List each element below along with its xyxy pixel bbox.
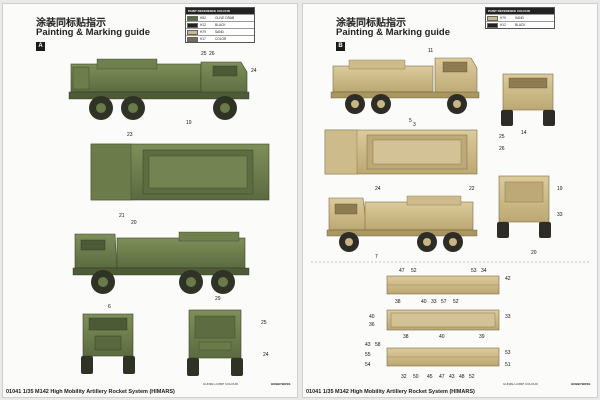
- truck-side-view: 25 26 24 19: [68, 51, 257, 126]
- right-instruction-page: 涂装同标贴指示 Painting & Marking guide B PAINT…: [302, 3, 598, 398]
- pod-number: 52: [453, 299, 459, 305]
- paint-swatch: [187, 29, 198, 35]
- left-instruction-page: 涂装同标贴指示 Painting & Marking guide A PAINT…: [2, 3, 298, 398]
- callout-number: 7: [375, 254, 378, 260]
- pod-number: 36: [369, 322, 375, 328]
- paint-brand-key: GUNZE H·MRP COLOUR: [203, 382, 238, 386]
- pod-number: 40: [421, 299, 427, 305]
- rocket-pod-bottom: 43 58 55 54 32 50 45 47 43 48 52 53 51: [365, 342, 511, 380]
- callout-number: 3: [413, 122, 416, 128]
- paint-swatch: [487, 15, 498, 21]
- pod-number: 55: [365, 352, 371, 358]
- truck-front-view: 6: [81, 304, 135, 374]
- page-title: Painting & Marking guide: [36, 27, 151, 38]
- truck-side-view-opposite: 24 22 7: [326, 186, 478, 260]
- brand-logo-text: HOBBYBOSS: [271, 382, 291, 386]
- pod-number: 38: [395, 299, 401, 305]
- pod-number: 54: [365, 362, 371, 368]
- callout-number: 6: [108, 304, 111, 310]
- pod-number: 53: [471, 268, 477, 274]
- callout-number: 25: [261, 320, 267, 326]
- truck-side-view: 11 5: [330, 48, 480, 124]
- pod-number: 50: [413, 374, 419, 380]
- pod-number: 40: [439, 334, 445, 340]
- pod-number: 48: [459, 374, 465, 380]
- callout-number: 23: [127, 132, 133, 138]
- paint-swatch: [187, 36, 198, 42]
- callout-number: 20: [131, 220, 137, 226]
- page-title-chinese: 涂装同标贴指示: [36, 18, 106, 29]
- truck-top-view: 23 21: [90, 132, 270, 219]
- pod-number: 33: [505, 314, 511, 320]
- brand-logo-text: HOBBYBOSS: [571, 382, 591, 386]
- pod-number: 40: [369, 314, 375, 320]
- callout-number: 26: [499, 146, 505, 152]
- callout-number: 21: [119, 213, 125, 219]
- pod-number: 47: [399, 268, 405, 274]
- pod-number: 38: [403, 334, 409, 340]
- truck-rear-view: 19 33 20: [497, 175, 563, 256]
- callout-number: 33: [557, 212, 563, 218]
- callout-number: 20: [531, 250, 537, 256]
- callout-number: 25: [201, 51, 207, 57]
- callout-number: 19: [186, 120, 192, 126]
- pod-number: 33: [431, 299, 437, 305]
- pod-number: 43: [365, 342, 371, 348]
- callout-number: 24: [263, 352, 269, 358]
- pod-number: 39: [479, 334, 485, 340]
- page-footer: 01041 1/35 M142 High Mobility Artillery …: [6, 389, 175, 395]
- pod-number: 34: [481, 268, 487, 274]
- pod-number: 43: [449, 374, 455, 380]
- pod-number: 52: [469, 374, 475, 380]
- callout-number: 22: [469, 186, 475, 192]
- callout-number: 24: [375, 186, 381, 192]
- callout-number: 29: [215, 296, 221, 302]
- truck-rear-view: 25 24: [187, 309, 269, 376]
- pod-number: 51: [505, 362, 511, 368]
- pod-number: 53: [505, 350, 511, 356]
- truck-side-view-opposite: 20 29: [72, 220, 250, 302]
- paint-swatch: [187, 22, 198, 28]
- callout-number: 5: [409, 118, 412, 124]
- step-badge: A: [36, 42, 45, 51]
- truck-front-view: 14: [501, 73, 555, 136]
- step-badge: B: [336, 42, 345, 51]
- paint-swatch: [187, 15, 198, 21]
- callout-number: 11: [428, 48, 433, 54]
- paint-reference-header: PAINT REFERENCE COLOUR: [486, 8, 554, 14]
- rocket-pod-top: 47 52 53 34 42 38 40 33 57 52: [386, 268, 511, 305]
- paint-brand-key: GUNZE H·MRP COLOUR: [503, 382, 538, 386]
- callout-number: 19: [557, 186, 563, 192]
- paint-reference-header: PAINT REFERENCE COLOUR: [186, 8, 254, 14]
- pod-number: 32: [401, 374, 407, 380]
- paint-swatch: [487, 22, 498, 28]
- page-footer: 01041 1/35 M142 High Mobility Artillery …: [306, 389, 475, 395]
- pod-number: 47: [439, 374, 445, 380]
- green-vehicle-drawings: 25 26 24 19 23 21 20 29: [68, 51, 270, 376]
- pod-number: 45: [427, 374, 433, 380]
- callout-number: 25: [499, 134, 505, 140]
- truck-top-view: 3 25 26: [324, 122, 505, 175]
- callout-number: 14: [521, 130, 527, 136]
- sand-vehicle-drawings: 11 5 14 3 25 26: [311, 48, 591, 380]
- pod-number: 58: [375, 342, 381, 348]
- callout-number: 24: [251, 68, 257, 74]
- pod-number: 52: [411, 268, 417, 274]
- callout-number: 26: [209, 51, 215, 57]
- pod-number: 42: [505, 276, 511, 282]
- pod-number: 57: [441, 299, 447, 305]
- page-title-chinese: 涂装同标贴指示: [336, 18, 406, 29]
- page-title: Painting & Marking guide: [336, 27, 451, 38]
- rocket-pod-middle: 40 36 33 38 40 39: [369, 309, 511, 340]
